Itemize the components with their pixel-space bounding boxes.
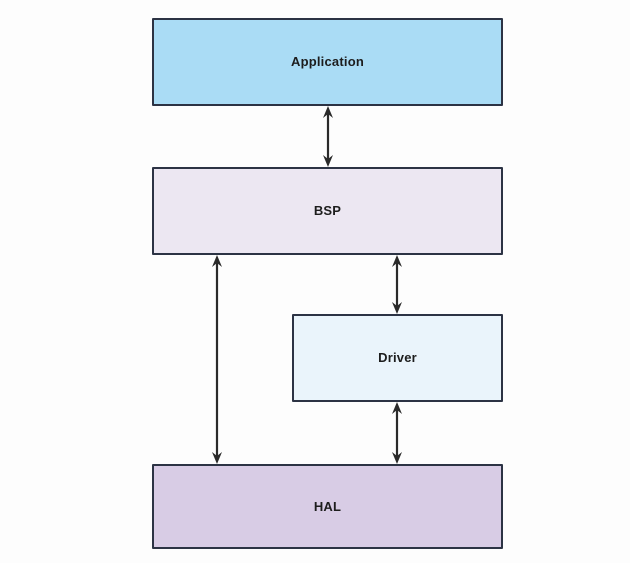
connector-arrowhead-down-bsp-driver [392, 302, 402, 314]
node-hal-label: HAL [313, 498, 342, 514]
connector-arrowhead-down-application-bsp [323, 155, 333, 167]
node-driver[interactable]: Driver [292, 314, 503, 402]
node-driver-label: Driver [378, 350, 417, 366]
connector-arrowhead-up-application-bsp [323, 106, 333, 118]
node-bsp-label: BSP [313, 203, 342, 219]
node-hal[interactable]: HAL [152, 464, 503, 549]
connector-arrowhead-down-driver-hal [392, 452, 402, 464]
node-bsp[interactable]: BSP [152, 167, 503, 255]
node-application-label: Application [291, 54, 364, 70]
connector-arrowhead-up-driver-hal [392, 402, 402, 414]
connector-arrowhead-up-bsp-driver [392, 255, 402, 267]
node-application[interactable]: Application [152, 18, 503, 106]
connector-arrowhead-up-bsp-hal [212, 255, 222, 267]
connector-arrowhead-down-bsp-hal [212, 452, 222, 464]
